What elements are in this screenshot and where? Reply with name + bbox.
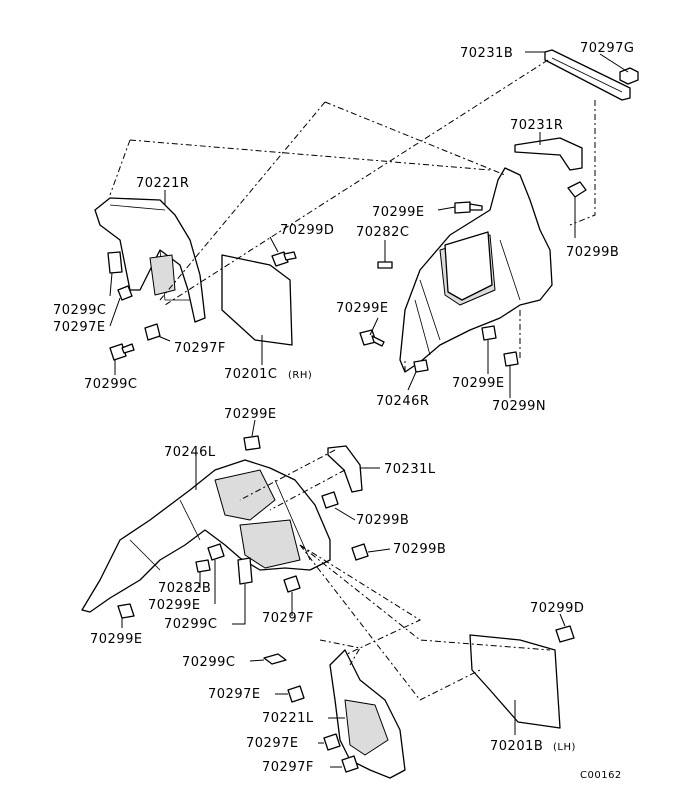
label-70299d-a: 70299D xyxy=(280,223,334,238)
bolt-70299c-bottom xyxy=(263,653,287,665)
flap-70201b xyxy=(469,634,561,729)
assembly-upper-left xyxy=(94,197,297,361)
label-70246l: 70246L xyxy=(164,445,216,460)
label-70201b-suffix: (LH) xyxy=(553,742,576,753)
label-70299b-c: 70299B xyxy=(393,542,446,557)
clip-70282b xyxy=(195,559,211,573)
label-70297e-a: 70297E xyxy=(53,320,106,335)
label-70299e-a: 70299E xyxy=(372,205,425,220)
label-70299e-b: 70299E xyxy=(336,301,389,316)
label-70299b-a: 70299B xyxy=(566,245,619,260)
label-70231b: 70231B xyxy=(460,46,513,61)
bolt-70299e-top xyxy=(243,435,261,451)
label-70282b: 70282B xyxy=(158,581,211,596)
bracket-70231r xyxy=(514,137,583,171)
label-70297f-c: 70297F xyxy=(262,760,314,775)
bracket-70231l xyxy=(327,445,363,493)
nut-70297e-upper xyxy=(117,285,133,301)
label-70297e-b: 70297E xyxy=(208,687,261,702)
assembly-upper-right xyxy=(359,49,639,373)
label-70297f-b: 70297F xyxy=(262,611,314,626)
label-70297g: 70297G xyxy=(580,41,634,56)
bolt-70299b-upper xyxy=(567,181,587,198)
label-70201b: 70201B xyxy=(490,739,543,754)
connector-lines xyxy=(109,59,596,701)
bolt-70299e-mid xyxy=(207,543,225,561)
label-70246r: 70246R xyxy=(376,394,429,409)
label-70231l: 70231L xyxy=(384,462,436,477)
bolt-70299c-upper xyxy=(107,251,123,274)
label-70299c-d: 70299C xyxy=(182,655,235,670)
nut-70297e-bottom1 xyxy=(287,685,305,703)
bolt-70299d-lower xyxy=(555,625,575,643)
label-70297f-a: 70297F xyxy=(174,341,226,356)
diagram-code: C00162 xyxy=(580,770,622,781)
label-70282c: 70282C xyxy=(356,225,409,240)
label-70297e-c: 70297E xyxy=(246,736,299,751)
nut-70297g xyxy=(619,67,639,85)
bolt-70299c-mid xyxy=(237,557,253,585)
assembly-lower xyxy=(81,435,575,779)
label-70299c-c: 70299C xyxy=(164,617,217,632)
nut-70297f-upper xyxy=(144,323,161,341)
label-70221r: 70221R xyxy=(136,176,189,191)
label-70299e-c: 70299E xyxy=(452,376,505,391)
flap-70201c xyxy=(221,254,293,346)
part-labels: 70231B 70297G 70231R 70221R 70299E 70282… xyxy=(53,41,634,781)
label-70299e-f: 70299E xyxy=(90,632,143,647)
label-70231r: 70231R xyxy=(510,118,563,133)
label-70299b-b: 70299B xyxy=(356,513,409,528)
label-70299n: 70299N xyxy=(492,399,546,414)
label-70299e-e: 70299E xyxy=(148,598,201,613)
bolt-70299b-mid1 xyxy=(321,491,339,509)
label-70201c: 70201C xyxy=(224,367,277,382)
clip-70282c xyxy=(377,261,393,269)
label-70221l: 70221L xyxy=(262,711,314,726)
label-70299d-b: 70299D xyxy=(530,601,584,616)
bolt-70299e-upper xyxy=(454,201,471,214)
leader-lines xyxy=(109,51,629,768)
bolt-70299n xyxy=(503,351,519,367)
nut-70297e-bottom2 xyxy=(323,733,341,751)
label-70201c-suffix: (RH) xyxy=(288,370,312,381)
label-70299c-b: 70299C xyxy=(84,377,137,392)
nut-70297f-mid xyxy=(283,575,301,593)
bolt-70299e-bottom xyxy=(117,603,135,619)
bolt-70299b-mid2 xyxy=(351,543,369,561)
label-70299c-a: 70299C xyxy=(53,303,106,318)
bolt-70299e-lower xyxy=(481,325,497,341)
label-70299e-d: 70299E xyxy=(224,407,277,422)
nut-70297f-bottom xyxy=(341,755,359,773)
